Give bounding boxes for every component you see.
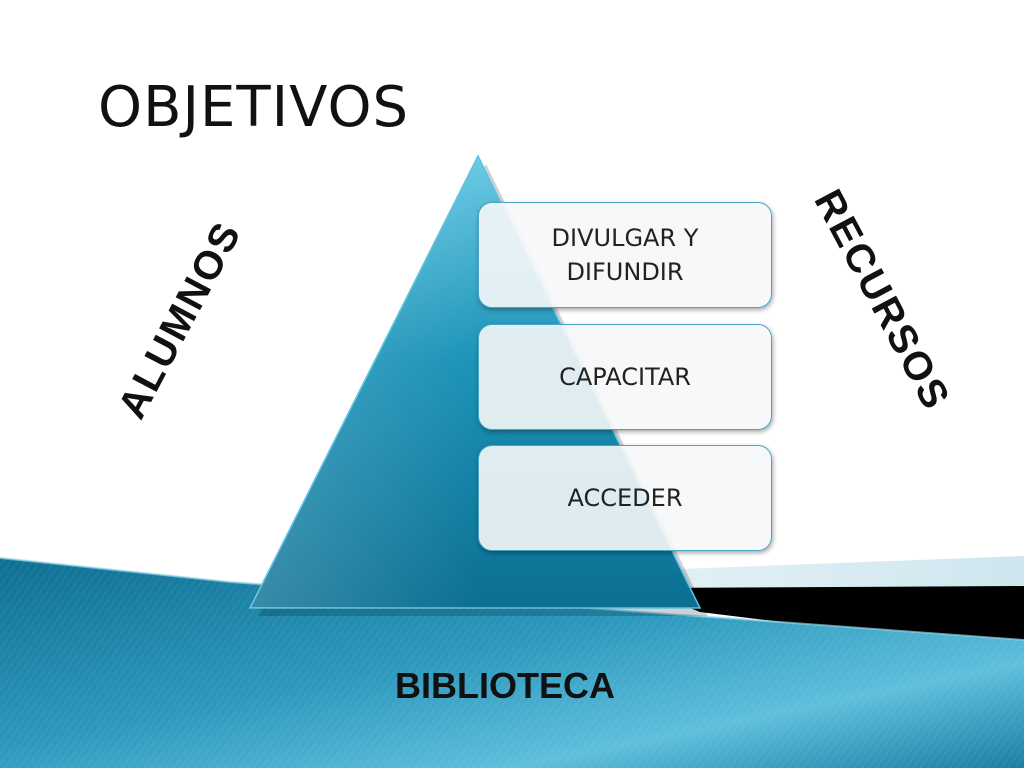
base-wave-texture: [0, 558, 1024, 768]
step-label: DIVULGAR Y DIFUNDIR: [551, 224, 699, 286]
step-box-acceder: ACCEDER: [478, 445, 772, 551]
step-box-capacitar: CAPACITAR: [478, 324, 772, 430]
step-label: CAPACITAR: [559, 363, 691, 391]
pyramid-highlight: [250, 156, 480, 608]
light-band: [600, 556, 1024, 588]
base-label-biblioteca: BIBLIOTECA: [395, 665, 615, 706]
slide-title: OBJETIVOS: [98, 75, 410, 140]
step-label: ACCEDER: [567, 484, 683, 512]
step-box-divulgar: DIVULGAR Y DIFUNDIR: [478, 202, 772, 308]
